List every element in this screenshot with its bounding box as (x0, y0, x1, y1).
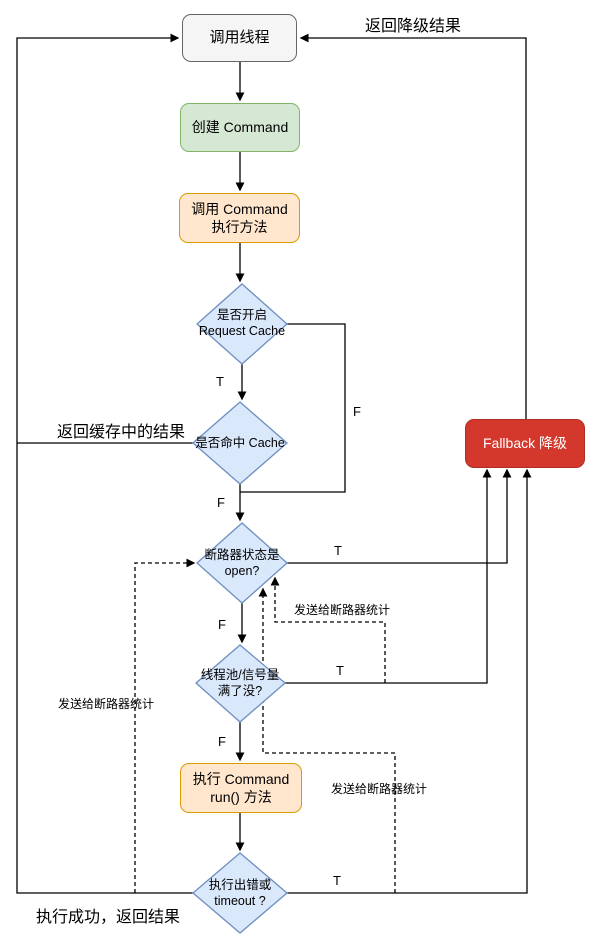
branch-breaker-false: F (218, 617, 226, 632)
edge-success-return-rail (16, 33, 193, 894)
decision-error-timeout-shape (191, 852, 289, 934)
node-invoke-command: 调用 Command 执行方法 (179, 193, 300, 243)
decision-pool-full-label: 线程池/信号量 满了没? (200, 668, 280, 699)
label-stats-left: 发送给断路器统计 (57, 697, 154, 711)
decision-hit-cache-label: 是否命中 Cache (195, 436, 285, 450)
edge-breaker-t-fallback (287, 468, 512, 564)
edge-stats-pool-to-breaker (270, 576, 386, 683)
decision-hit-cache-shape (192, 401, 288, 485)
decision-pool-full-shape (195, 644, 286, 723)
branch-pool-true: T (336, 663, 344, 678)
node-fallback: Fallback 降级 (465, 419, 585, 468)
decision-request-cache-shape (196, 283, 288, 365)
label-return-fallback-result: 返回降级结果 (364, 18, 461, 35)
edge-stats-timeout-to-breaker (258, 587, 396, 893)
branch-hit-cache-false: F (217, 495, 225, 510)
label-return-cached-result: 返回缓存中的结果 (56, 424, 185, 441)
decision-breaker-open-shape (196, 522, 288, 604)
label-stats-bottom: 发送给断路器统计 (330, 782, 427, 796)
branch-breaker-true: T (334, 543, 342, 558)
branch-timeout-true: T (333, 873, 341, 888)
decision-breaker-open-label: 断路器状态是 open? (204, 548, 280, 579)
node-calling-thread: 调用线程 (182, 14, 297, 62)
label-stats-mid: 发送给断路器统计 (293, 603, 390, 617)
decision-request-cache-label: 是否开启 Request Cache (198, 308, 286, 339)
decision-error-timeout-label: 执行出错或 timeout ? (208, 878, 272, 909)
edge-fallback-return-start (299, 33, 527, 419)
edge-stats-success-to-breaker (134, 558, 196, 893)
label-success-return: 执行成功，返回结果 (35, 909, 180, 926)
edge-requestcache-f-bypass (240, 323, 346, 493)
branch-pool-false: F (218, 734, 226, 749)
branch-request-cache-false: F (353, 404, 361, 419)
node-create-command: 创建 Command (180, 103, 300, 152)
node-run-command: 执行 Command run() 方法 (180, 763, 302, 813)
edge-pool-t-fallback (285, 468, 492, 684)
branch-request-cache-true: T (216, 374, 224, 389)
edge-timeout-t-fallback (287, 468, 532, 894)
